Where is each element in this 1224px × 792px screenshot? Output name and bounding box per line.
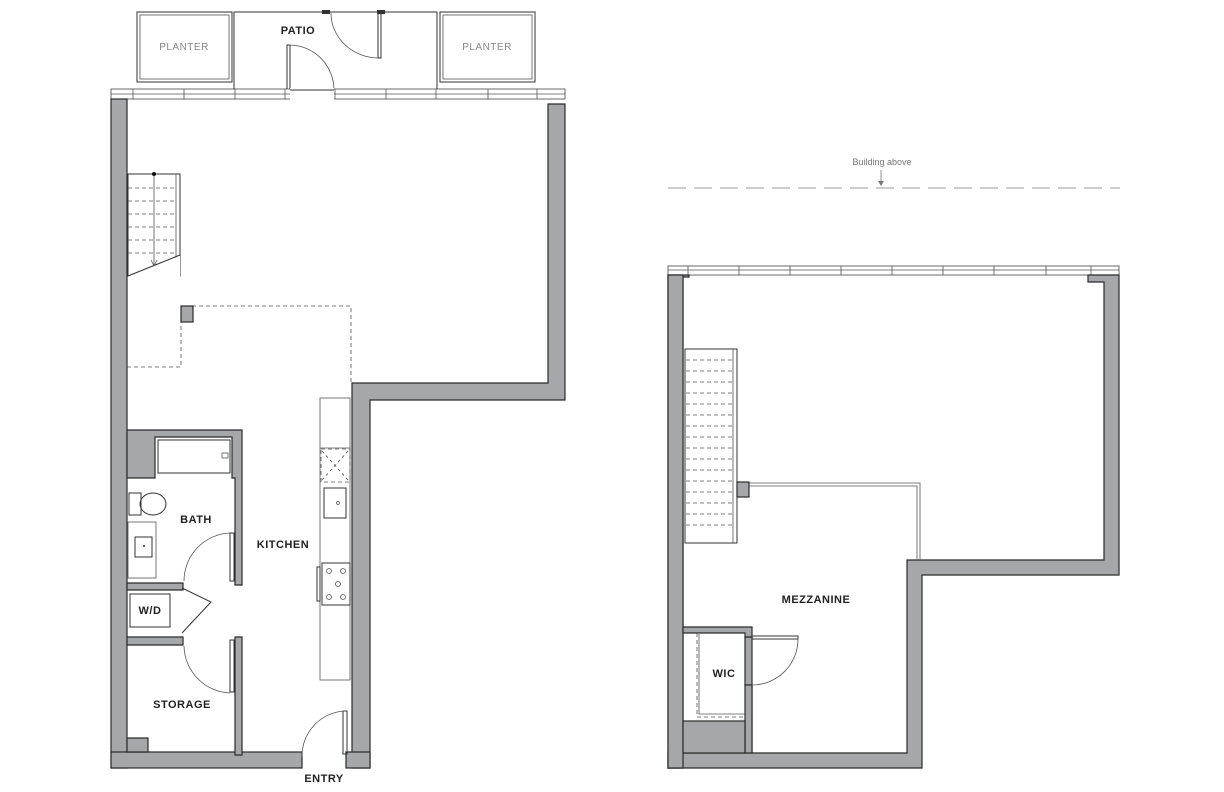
kitchen-label: KITCHEN xyxy=(257,539,309,551)
mezzanine-above-outline xyxy=(127,305,352,383)
wd-label: W/D xyxy=(139,605,162,617)
planter-left: PLANTER xyxy=(136,11,233,83)
building-above-note: Building above xyxy=(852,157,911,167)
lower-level-plan: PLANTER PLANTER PATIO xyxy=(110,10,566,785)
storage-door-leaf xyxy=(229,639,235,693)
toilet-bowl xyxy=(139,492,167,516)
door-jamb xyxy=(322,10,330,14)
patio: PATIO xyxy=(233,10,438,92)
stairs-upper xyxy=(684,348,738,544)
bath-door-leaf xyxy=(229,532,235,582)
column xyxy=(180,305,194,323)
laundry: W/D xyxy=(129,587,212,634)
wic-label: WIC xyxy=(713,668,736,680)
sink xyxy=(134,536,153,558)
vanity xyxy=(127,521,157,579)
stairs-lower xyxy=(127,172,181,280)
mezzanine-label: MEZZANINE xyxy=(782,594,851,606)
toilet-tank xyxy=(128,492,142,516)
dishwasher xyxy=(320,448,351,483)
tub-faucet-icon xyxy=(221,452,229,459)
upper-level-plan: Building above xyxy=(667,157,1120,769)
entry-door-leaf xyxy=(342,710,348,755)
wic-shelf xyxy=(696,633,745,718)
kitchen-counter xyxy=(316,397,351,681)
patio-label: PATIO xyxy=(281,25,315,37)
planter-left-label: PLANTER xyxy=(159,42,209,53)
column xyxy=(736,481,750,498)
door-jamb xyxy=(377,10,385,14)
walls-lower xyxy=(110,98,566,769)
patio-door-leaf xyxy=(286,44,291,92)
patio-door-leaf xyxy=(377,12,382,59)
planter-right-label: PLANTER xyxy=(462,42,512,53)
bath-label: BATH xyxy=(180,514,212,526)
storage-label: STORAGE xyxy=(153,699,211,711)
entry-label: ENTRY xyxy=(304,773,344,785)
walls-upper xyxy=(667,274,1120,769)
kitchen-sink xyxy=(323,487,347,519)
stair-start-dot xyxy=(152,172,156,176)
window-wall xyxy=(110,88,566,100)
bath-fixtures xyxy=(127,439,235,582)
wic-door-leaf xyxy=(751,635,799,640)
guard-rail xyxy=(749,482,921,560)
window-wall-upper xyxy=(667,265,1120,276)
cooktop xyxy=(321,562,351,606)
planter-right: PLANTER xyxy=(439,11,536,83)
bathtub xyxy=(157,439,231,474)
